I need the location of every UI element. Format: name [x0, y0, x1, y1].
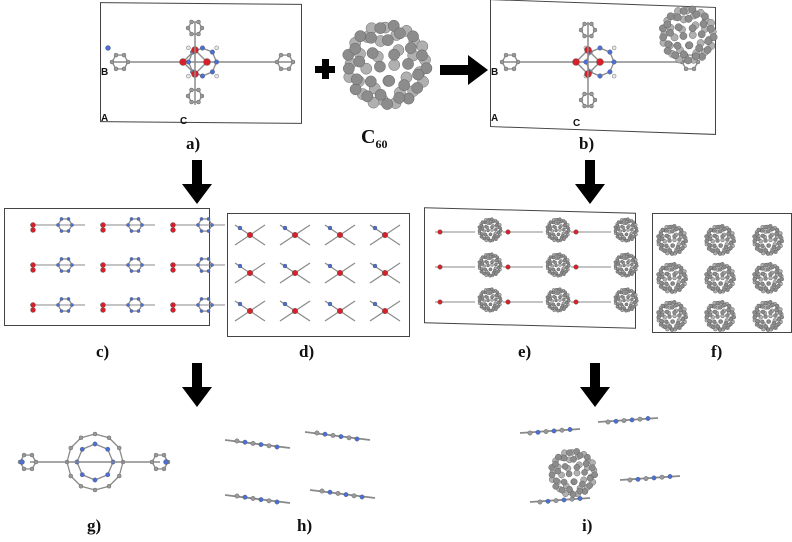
panel-label-d: d) — [299, 342, 315, 361]
panel-label-e: e) — [518, 342, 532, 361]
axis-c-label-a: C — [180, 116, 188, 127]
axis-c-label-b: C — [573, 118, 581, 129]
packing-cell-c — [4, 208, 210, 326]
right-arrow-icon — [440, 55, 488, 85]
c60-molecule-icon — [342, 19, 433, 110]
panel-label-c: c) — [96, 342, 110, 361]
panel-label-f: f) — [711, 342, 723, 361]
down-arrow-icon-1 — [182, 160, 212, 204]
axis-a-label-a: A — [101, 113, 109, 124]
panel-label-b: b) — [579, 134, 595, 153]
axis-a-label-b: A — [491, 113, 499, 124]
panel-label-g: g) — [87, 516, 102, 535]
down-arrow-icon-4 — [580, 363, 610, 407]
axis-b-label-b: B — [491, 67, 499, 78]
plus-icon — [315, 59, 335, 79]
c60-label: C60 — [361, 126, 388, 151]
panel-label-h: h) — [297, 516, 313, 535]
axis-b-label-a: B — [101, 67, 109, 78]
panel-label-i: i) — [582, 516, 593, 535]
down-arrow-icon-2 — [575, 160, 605, 204]
panel-label-a: a) — [186, 134, 201, 153]
down-arrow-icon-3 — [182, 363, 212, 407]
